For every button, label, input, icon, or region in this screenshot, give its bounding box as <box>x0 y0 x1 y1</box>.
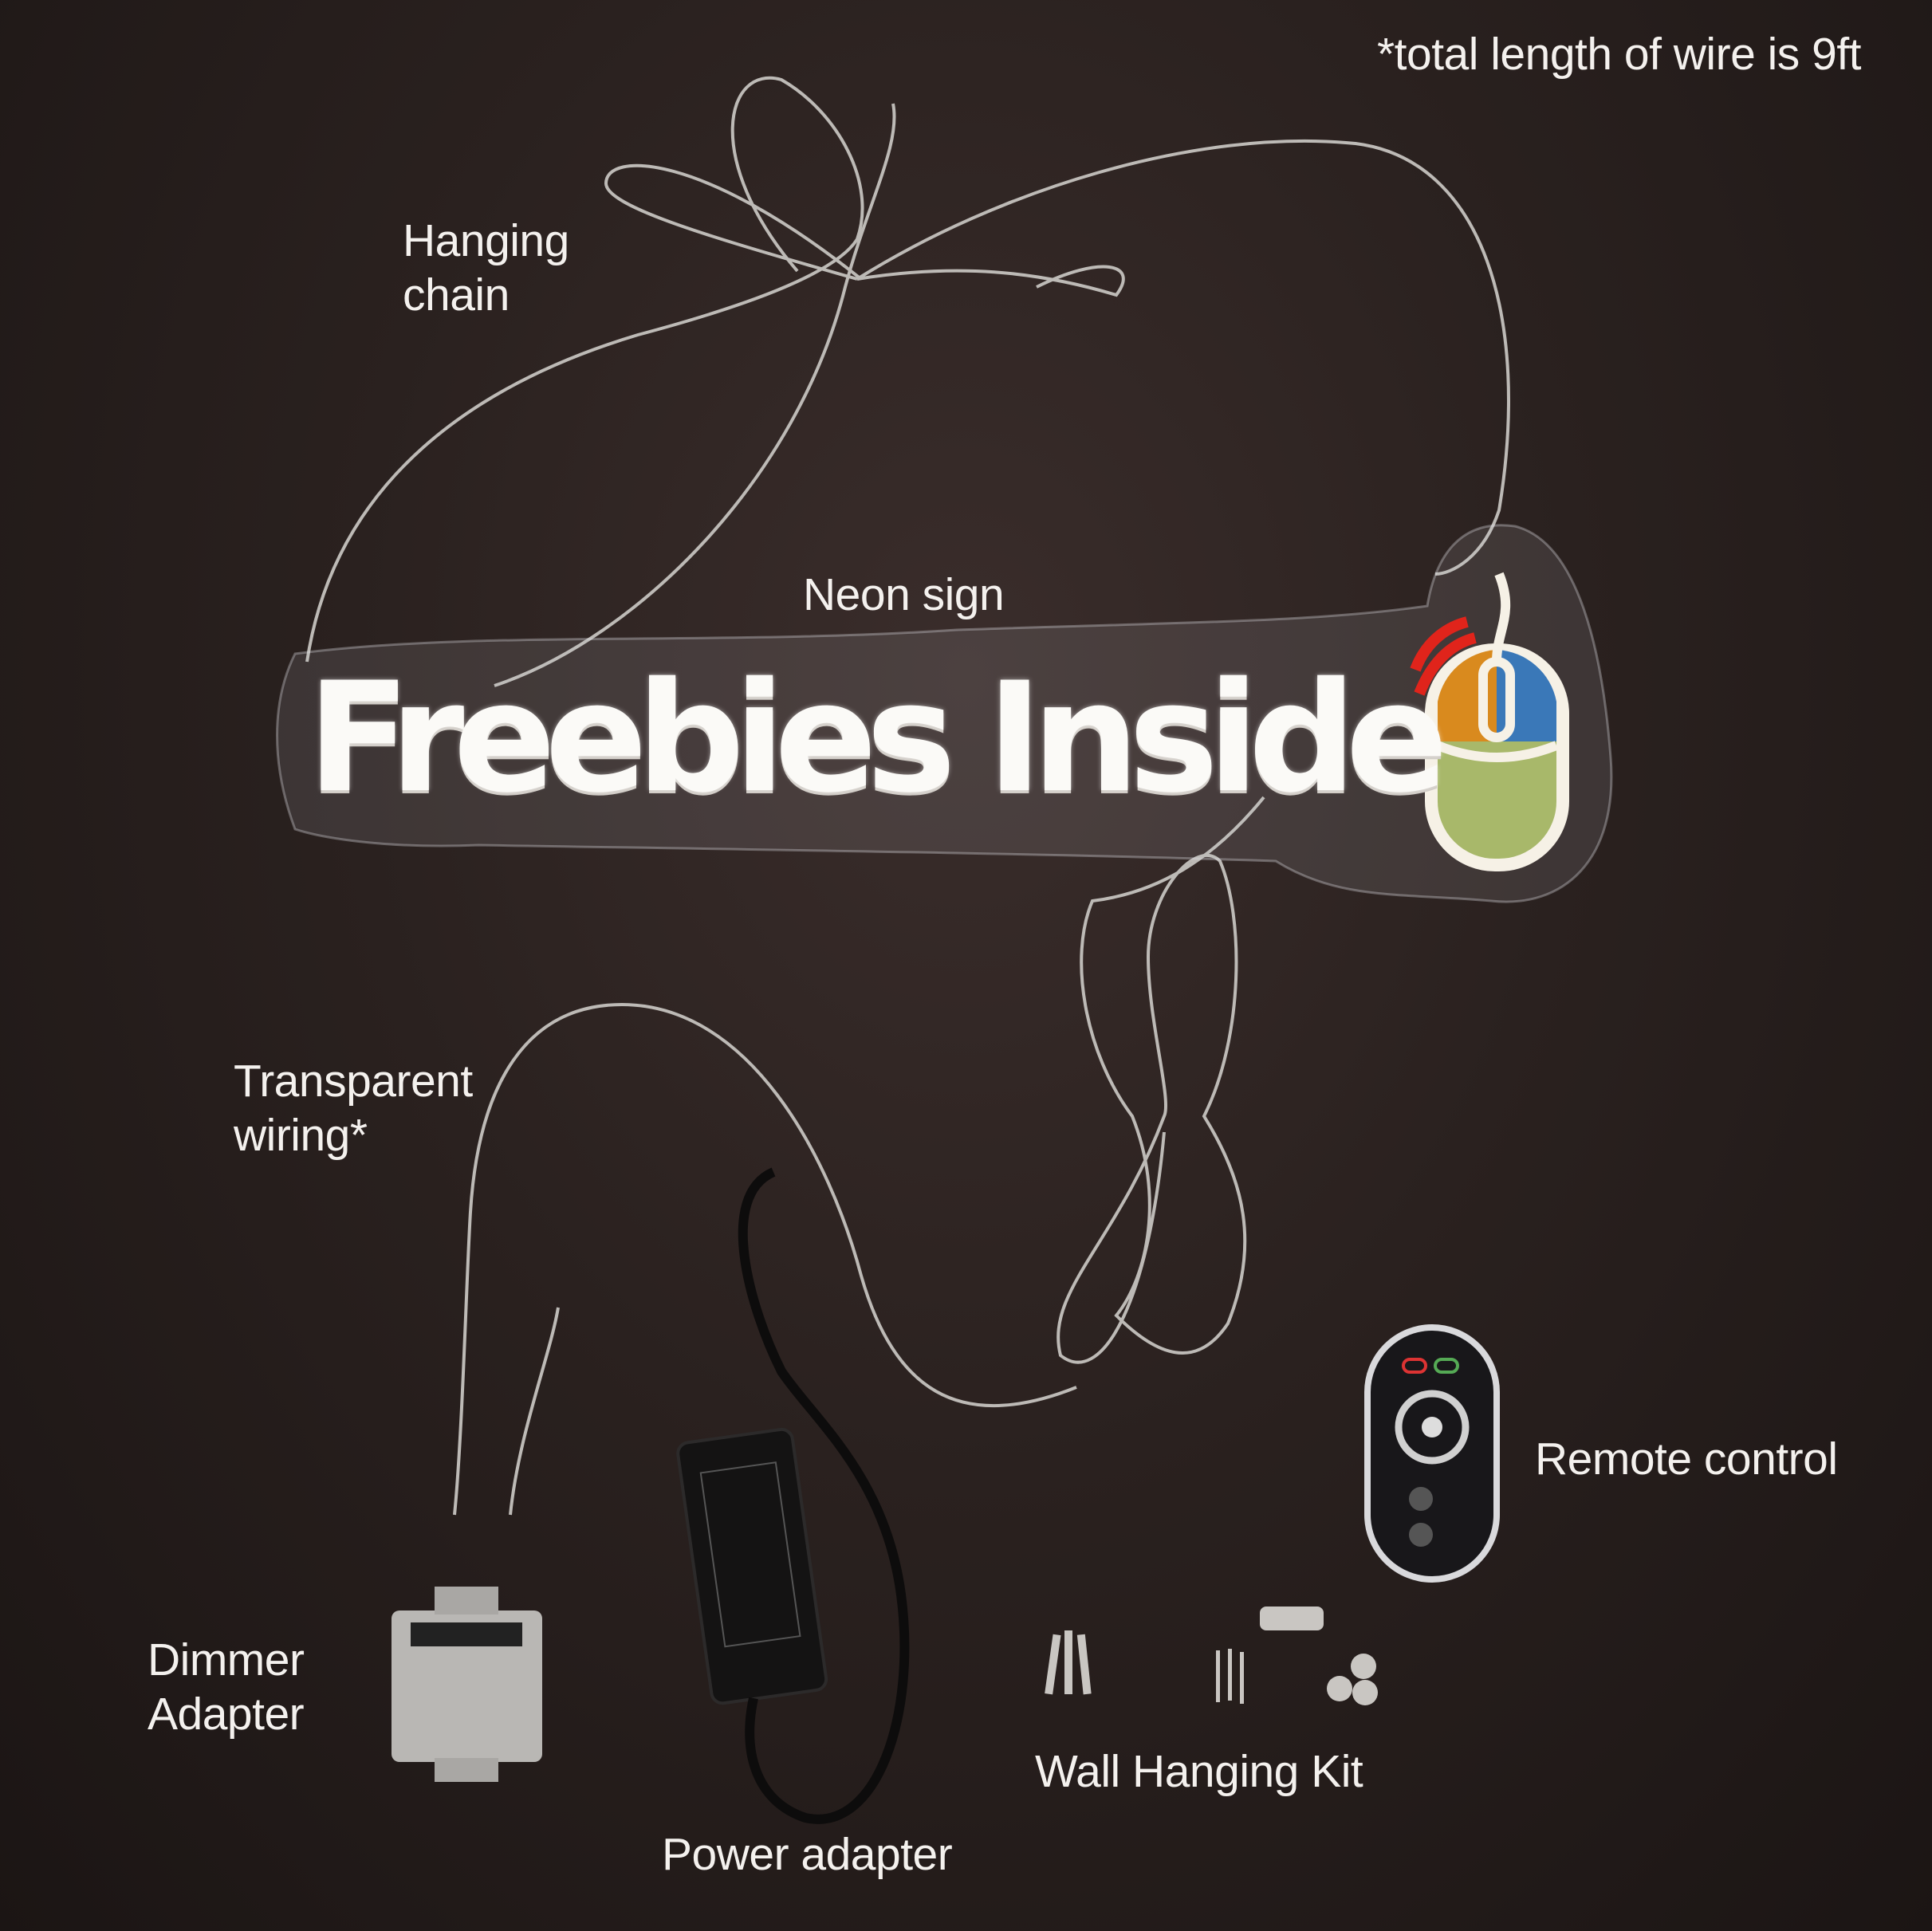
label-line: Hanging <box>403 215 569 266</box>
neon-sign-text: Freebies Inside <box>307 650 1448 826</box>
power-adapter-label: Power adapter <box>662 1829 953 1880</box>
remote-control <box>1364 1324 1500 1583</box>
dimmer-adapter-label: Dimmer Adapter <box>148 1633 305 1741</box>
power-cord <box>738 1167 910 1824</box>
label-line: Transparent <box>234 1056 473 1107</box>
transparent-wiring-label: Transparent wiring* <box>234 1054 473 1162</box>
label-line: Dimmer <box>148 1634 305 1685</box>
neon-sign-label: Neon sign <box>803 569 1005 620</box>
wall-hanging-kit-label: Wall Hanging Kit <box>1035 1746 1363 1797</box>
wire-length-note: *total length of wire is 9ft <box>1377 29 1862 80</box>
dimmer-adapter <box>392 1587 542 1782</box>
mouse-neon-icon <box>1410 572 1569 871</box>
wall-hanging-kit-parts <box>1045 1607 1378 1705</box>
hanging-chain-label: Hanging chain <box>403 214 569 322</box>
power-adapter <box>676 1427 828 1705</box>
acrylic-backing <box>276 524 1613 903</box>
label-line: chain <box>403 269 510 321</box>
label-line: wiring* <box>234 1110 368 1161</box>
remote-control-label: Remote control <box>1535 1434 1838 1485</box>
hanging-chain-wire <box>305 77 1510 1516</box>
label-line: Adapter <box>148 1689 305 1740</box>
